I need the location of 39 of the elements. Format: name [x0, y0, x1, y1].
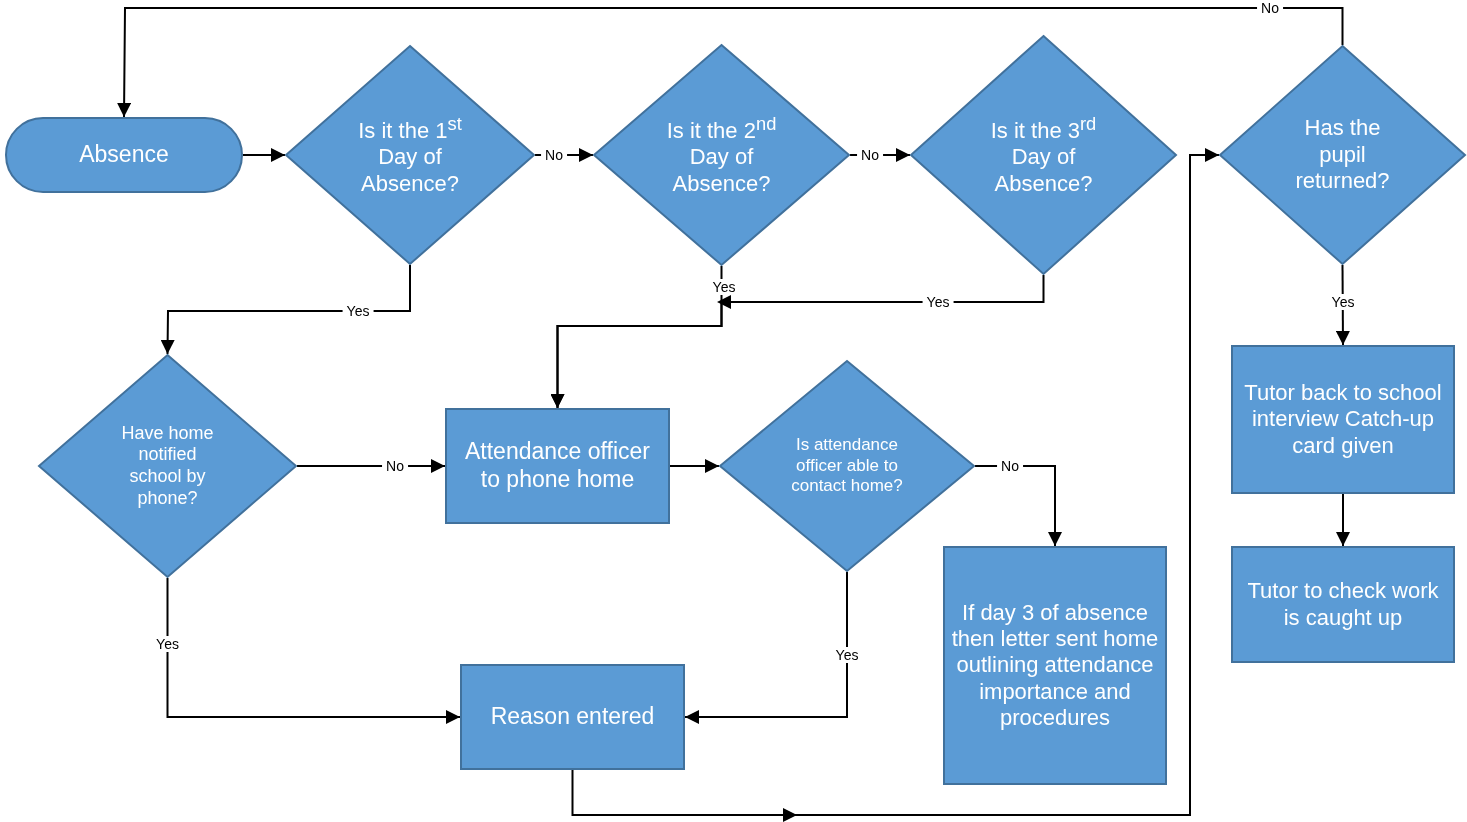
decision-diamond — [910, 35, 1177, 275]
edge-label: No — [382, 458, 408, 474]
arrow — [684, 571, 848, 724]
node-text: If day 3 of absence then letter sent home outlining attendance importance and procedures — [950, 599, 1160, 732]
node-text: Is it the 1$^{st}$ Day of Absence? — [357, 112, 463, 198]
node-text: Attendance officer to phone home — [464, 438, 651, 494]
decision-diamond — [38, 354, 297, 578]
process-box — [1231, 546, 1455, 663]
node-text: Tutor to check work is caught up — [1246, 578, 1440, 631]
edge-label: No — [1257, 0, 1283, 16]
node-text: Has the pupil returned? — [1294, 115, 1391, 195]
edge-label: No — [857, 147, 883, 163]
process-box — [1231, 345, 1455, 494]
process-box — [445, 408, 670, 524]
arrow — [160, 264, 411, 355]
node-text: Is it the 3$^{rd}$ Day of Absence? — [989, 112, 1098, 198]
arrow — [117, 7, 1344, 118]
decision-diamond — [719, 360, 975, 572]
edge-label: No — [541, 147, 567, 163]
decision-diamond — [1219, 45, 1466, 265]
node-text: Have home notified school by phone? — [120, 422, 215, 510]
process-box — [460, 664, 685, 770]
edge-label: No — [997, 458, 1023, 474]
arrow — [1336, 493, 1350, 547]
node-text: Tutor back to school interview Catch-up card given — [1243, 379, 1443, 460]
arrow — [242, 148, 286, 162]
arrow — [550, 274, 1045, 409]
arrow — [669, 459, 720, 473]
edge-label: Yes — [342, 303, 374, 319]
node-text: Is attendance officer able to contact home? — [790, 435, 904, 497]
node-text: Absence — [79, 141, 169, 169]
node-text: Reason entered — [490, 703, 655, 731]
edge-label: Yes — [922, 294, 954, 310]
process-box — [943, 546, 1167, 785]
node-text: Is it the 2$^{nd}$ Day of Absence? — [665, 112, 778, 198]
arrow — [571, 148, 1220, 822]
arrow — [166, 577, 461, 724]
decision-diamond — [285, 45, 535, 265]
decision-diamond — [593, 44, 850, 266]
